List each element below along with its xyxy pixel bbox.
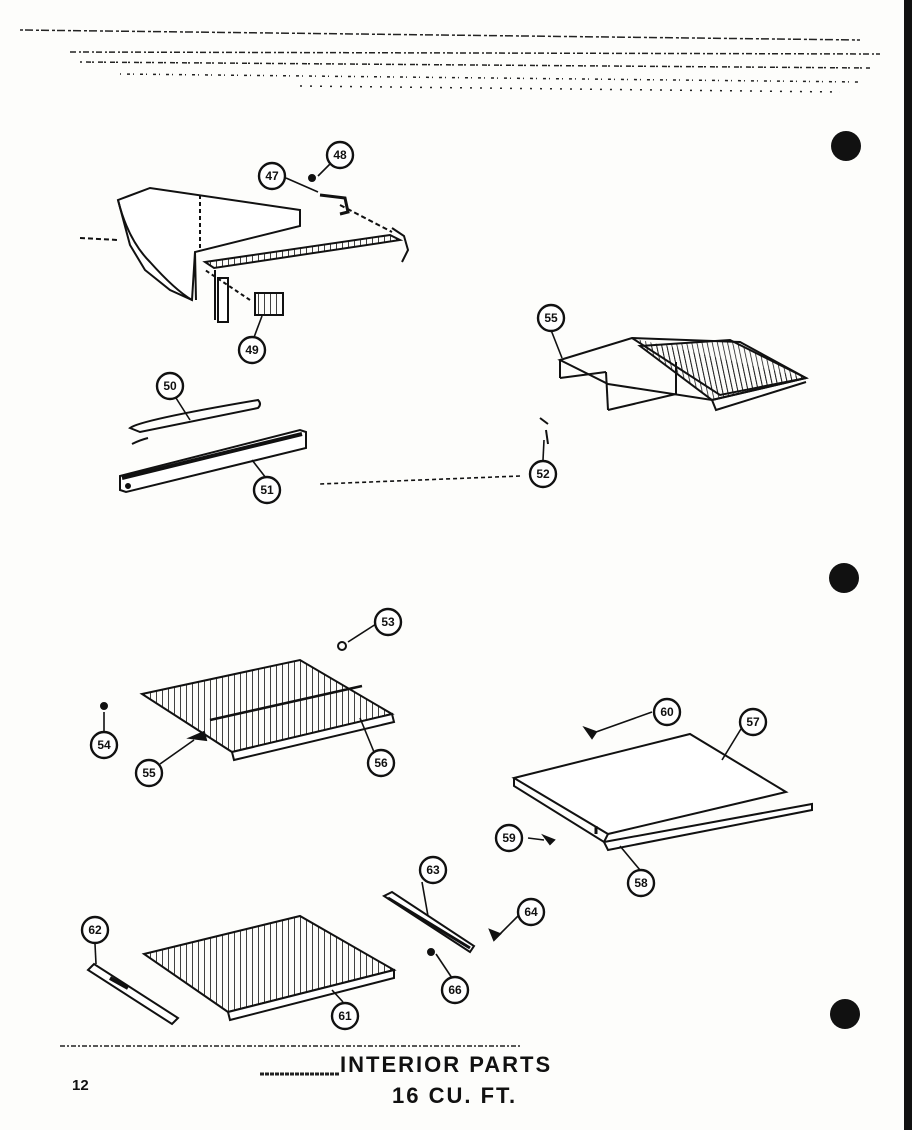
callout-label: 54 <box>97 738 111 752</box>
cabinet-corner-assembly <box>79 174 410 323</box>
callout-47: 47 <box>257 161 287 191</box>
callout-49: 49 <box>237 335 267 365</box>
callout-label: 63 <box>426 863 440 877</box>
callout-50: 50 <box>155 371 185 401</box>
middle-wire-shelf <box>100 641 396 762</box>
callout-48: 48 <box>325 140 355 170</box>
callout-59: 59 <box>494 823 524 853</box>
lower-wire-shelf <box>86 890 502 1026</box>
callout-60: 60 <box>652 697 682 727</box>
callout-66: 66 <box>440 975 470 1005</box>
callout-54: 54 <box>89 730 119 760</box>
callout-label: 52 <box>536 467 550 481</box>
diagram-subtitle: 16 CU. FT. <box>392 1083 518 1108</box>
callout-55-lower: 55 <box>134 758 164 788</box>
upper-wire-shelf <box>539 336 809 445</box>
glass-shelf <box>511 725 813 852</box>
callout-64: 64 <box>516 897 546 927</box>
callout-label: 62 <box>88 923 102 937</box>
leader-lines <box>94 163 745 1003</box>
callout-label: 55 <box>142 766 156 780</box>
callout-label: 56 <box>374 756 388 770</box>
callout-label: 60 <box>660 705 674 719</box>
callout-label: 50 <box>163 379 177 393</box>
callout-63: 63 <box>418 855 448 885</box>
binder-hole-middle <box>829 563 859 593</box>
callout-61: 61 <box>330 1001 360 1031</box>
callout-53: 53 <box>373 607 403 637</box>
callout-label: 66 <box>448 983 462 997</box>
callout-52: 52 <box>528 459 558 489</box>
binder-hole-top <box>831 131 861 161</box>
callout-label: 51 <box>260 483 274 497</box>
callout-label: 61 <box>338 1009 352 1023</box>
callout-56: 56 <box>366 748 396 778</box>
callout-57: 57 <box>738 707 768 737</box>
page-number: 12 <box>72 1077 89 1094</box>
callout-label: 48 <box>333 148 347 162</box>
callout-label: 55 <box>544 311 558 325</box>
trim-rod-and-channel <box>119 398 307 494</box>
callout-label: 53 <box>381 615 395 629</box>
callout-62: 62 <box>80 915 110 945</box>
callout-51: 51 <box>252 475 282 505</box>
scan-noise-top <box>19 29 881 1076</box>
callout-label: 57 <box>746 715 760 729</box>
binder-hole-bottom <box>830 999 860 1029</box>
callout-58: 58 <box>626 868 656 898</box>
callout-label: 58 <box>634 876 648 890</box>
callout-55-upper: 55 <box>536 303 566 333</box>
callout-label: 47 <box>265 169 279 183</box>
callout-label: 59 <box>502 831 516 845</box>
callout-label: 64 <box>524 905 538 919</box>
callout-label: 49 <box>245 343 259 357</box>
diagram-title: INTERIOR PARTS <box>340 1052 553 1077</box>
